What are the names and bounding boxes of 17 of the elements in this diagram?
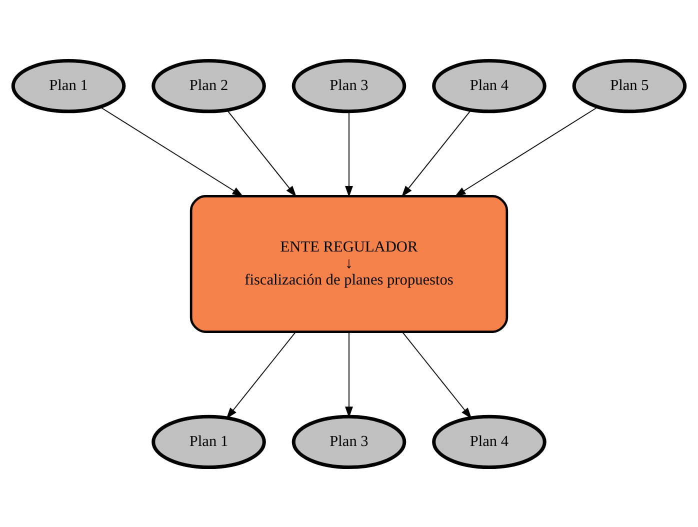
node-ellipse: Plan 3 xyxy=(292,414,406,469)
node-box: ENTE REGULADOR ↓ fiscalización de planes propuestos xyxy=(190,194,508,332)
node-ellipse: Plan 1 xyxy=(152,414,266,469)
arrow xyxy=(226,331,296,418)
node-ellipse: Plan 2 xyxy=(152,58,266,113)
node-ellipse: Plan 3 xyxy=(292,58,406,113)
arrow xyxy=(402,331,472,418)
arrow xyxy=(402,109,472,197)
node-ellipse: Plan 4 xyxy=(432,58,546,113)
arrow xyxy=(226,109,296,197)
node-ellipse: Plan 4 xyxy=(432,414,546,469)
arrow xyxy=(100,106,244,196)
arrow xyxy=(345,110,353,197)
node-ellipse: Plan 5 xyxy=(572,58,687,113)
arrow xyxy=(454,106,598,196)
arrow xyxy=(345,331,353,418)
node-ellipse: Plan 1 xyxy=(11,58,126,113)
